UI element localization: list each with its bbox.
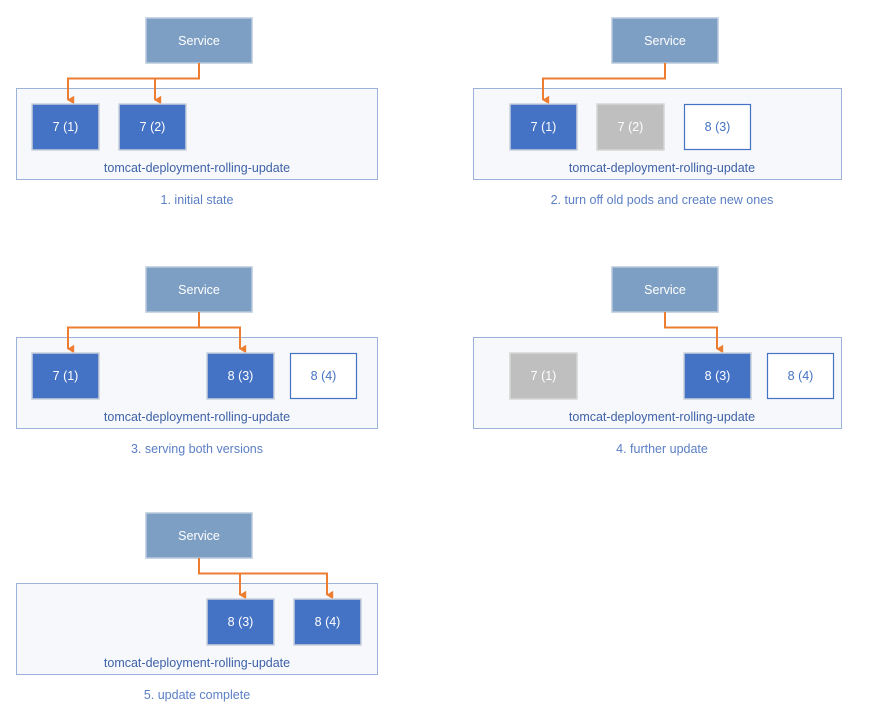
pod-8-4-pending[interactable]: 8 (4) <box>766 352 835 400</box>
service-label: Service <box>644 34 686 48</box>
panel-caption: 3. serving both versions <box>131 442 263 456</box>
pod-7-1-terminating[interactable]: 7 (1) <box>509 352 578 400</box>
pod-label: 8 (3) <box>705 369 731 383</box>
pod-label: 8 (3) <box>228 369 254 383</box>
panel-turn-off-old-pods: Service 7 (1) 7 (2) 8 (3) tomcat-deploym… <box>455 0 870 215</box>
pod-8-3[interactable]: 8 (3) <box>206 598 275 646</box>
pod-7-1[interactable]: 7 (1) <box>31 103 100 151</box>
deployment-name-label: tomcat-deployment-rolling-update <box>104 161 290 175</box>
pod-label: 8 (4) <box>788 369 814 383</box>
pod-8-3-pending[interactable]: 8 (3) <box>683 103 752 151</box>
pod-label: 8 (3) <box>228 615 254 629</box>
pod-8-3[interactable]: 8 (3) <box>206 352 275 400</box>
pod-label: 7 (1) <box>53 369 79 383</box>
pod-8-3[interactable]: 8 (3) <box>683 352 752 400</box>
pod-7-1[interactable]: 7 (1) <box>509 103 578 151</box>
panel-serving-both-versions: Service 7 (1) 8 (3) 8 (4) tomcat-deploym… <box>0 249 400 464</box>
panel-caption: 5. update complete <box>144 688 250 702</box>
pod-label: 7 (1) <box>531 369 557 383</box>
deployment-name-label: tomcat-deployment-rolling-update <box>104 410 290 424</box>
deployment-name-label: tomcat-deployment-rolling-update <box>569 410 755 424</box>
panel-caption: 2. turn off old pods and create new ones <box>551 193 774 207</box>
service-label: Service <box>644 283 686 297</box>
pod-label: 8 (3) <box>705 120 731 134</box>
pod-7-1[interactable]: 7 (1) <box>31 352 100 400</box>
service-label: Service <box>178 34 220 48</box>
panel-caption: 1. initial state <box>161 193 234 207</box>
pod-label: 8 (4) <box>311 369 337 383</box>
service-to-pod-connectors <box>542 63 666 105</box>
deployment-name-label: tomcat-deployment-rolling-update <box>104 656 290 670</box>
pod-8-4[interactable]: 8 (4) <box>293 598 362 646</box>
service-box[interactable] <box>611 266 719 313</box>
service-to-pod-connectors <box>198 558 334 600</box>
panel-further-update: Service 7 (1) 8 (3) 8 (4) tomcat-deploym… <box>455 249 870 464</box>
panel-initial-state: Service 7 (1) 7 (2) tomcat-deployment-ro… <box>0 0 400 215</box>
pod-label: 7 (2) <box>618 120 644 134</box>
pod-7-2-terminating[interactable]: 7 (2) <box>596 103 665 151</box>
pod-7-2[interactable]: 7 (2) <box>118 103 187 151</box>
service-box[interactable] <box>611 17 719 64</box>
pod-label: 8 (4) <box>315 615 341 629</box>
pod-label: 7 (1) <box>53 120 79 134</box>
service-to-pod-connectors <box>67 63 200 105</box>
service-box[interactable] <box>145 17 253 64</box>
service-label: Service <box>178 529 220 543</box>
deployment-name-label: tomcat-deployment-rolling-update <box>569 161 755 175</box>
panel-update-complete: Service 8 (3) 8 (4) tomcat-deployment-ro… <box>0 495 400 710</box>
service-to-pod-connectors <box>67 312 247 354</box>
service-box[interactable] <box>145 512 253 559</box>
pod-8-4-pending[interactable]: 8 (4) <box>289 352 358 400</box>
service-label: Service <box>178 283 220 297</box>
pod-label: 7 (1) <box>531 120 557 134</box>
panel-caption: 4. further update <box>616 442 708 456</box>
pod-label: 7 (2) <box>140 120 166 134</box>
service-to-pod-connectors <box>664 312 724 354</box>
